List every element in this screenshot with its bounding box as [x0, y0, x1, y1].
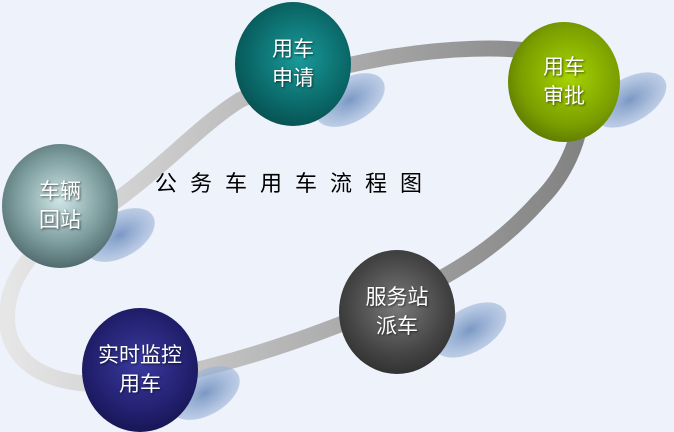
step-label: 申请 [272, 66, 314, 90]
step-label: 派车 [376, 314, 418, 338]
step-label: 用车 [543, 55, 585, 79]
step-label: 回站 [39, 208, 81, 232]
step-label: 审批 [543, 84, 585, 108]
diagram-title: 公务车用车流程图 [155, 172, 436, 197]
step-label: 用车 [119, 372, 161, 396]
step-label: 服务站 [365, 285, 429, 309]
step-dispatch: 服务站派车 [339, 250, 455, 374]
step-apply: 用车申请 [235, 2, 351, 126]
step-approve: 用车审批 [508, 22, 620, 142]
step-label: 用车 [272, 37, 314, 61]
step-label: 实时监控 [98, 343, 182, 367]
step-label: 车辆 [39, 179, 81, 203]
step-return: 车辆回站 [2, 144, 118, 268]
step-monitor: 实时监控用车 [82, 308, 198, 432]
